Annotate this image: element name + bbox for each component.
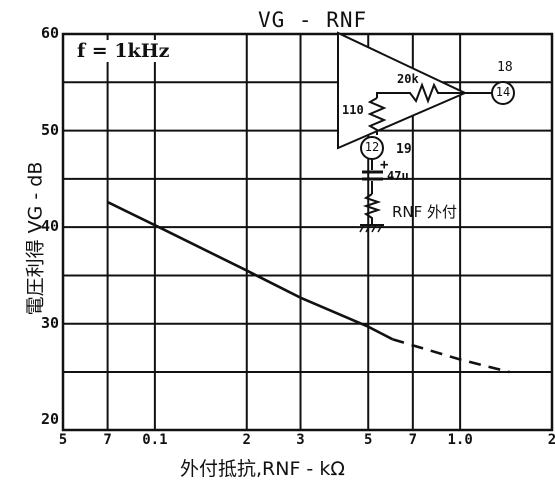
x-tick-label: 2	[242, 432, 251, 448]
ground-hatch-3	[371, 224, 377, 233]
feedback-resistor-label: 20k	[397, 72, 419, 86]
input-resistor	[367, 97, 387, 135]
amplifier-triangle	[337, 31, 468, 150]
x-tick-label: 2	[547, 432, 555, 448]
ground-hatch-2	[365, 224, 371, 233]
capacitor-label: 47u	[387, 169, 409, 183]
rnf-resistor	[362, 193, 382, 224]
input-resistor-label: 110	[342, 103, 364, 117]
output-pin	[491, 81, 515, 105]
gain-curve-dashed	[392, 337, 510, 374]
x-tick-label: 7	[408, 432, 418, 448]
y-tick-label: 40	[41, 217, 60, 236]
plot-frame	[61, 32, 554, 432]
x-tick-label: 1.0	[447, 432, 473, 448]
x-tick-label: 0.1	[142, 432, 168, 448]
external-resistor-label: RNF 外付	[392, 203, 458, 221]
ground-hatch-1	[359, 224, 365, 233]
input-pin-label: 12	[364, 140, 380, 154]
y-tick-label: 20	[41, 410, 60, 429]
y-tick-label: 50	[41, 120, 60, 139]
y-tick-label: 60	[41, 24, 60, 42]
gain-curve-solid	[107, 200, 393, 341]
input-pin-number: 19	[396, 142, 412, 157]
x-tick-label: 5	[58, 432, 68, 448]
x-tick-label: 7	[103, 432, 112, 448]
frequency-annotation: f = 1kHz	[74, 40, 173, 62]
x-tick-label: 5	[364, 432, 373, 448]
circuit-inset	[337, 31, 515, 233]
ground-hatch-4	[377, 224, 383, 233]
chart-title: VG - RNF	[258, 8, 368, 32]
feedback-resistor	[376, 82, 465, 104]
x-tick-label: 3	[296, 432, 305, 448]
y-tick-label: 30	[41, 313, 60, 332]
output-pin-label: 14	[495, 85, 511, 99]
capacitor-plus-sign: +	[380, 157, 389, 173]
curves	[107, 200, 510, 374]
output-pin-number: 18	[497, 60, 513, 75]
x-axis-label: 外付抵抗,RNF - kΩ	[180, 458, 345, 480]
